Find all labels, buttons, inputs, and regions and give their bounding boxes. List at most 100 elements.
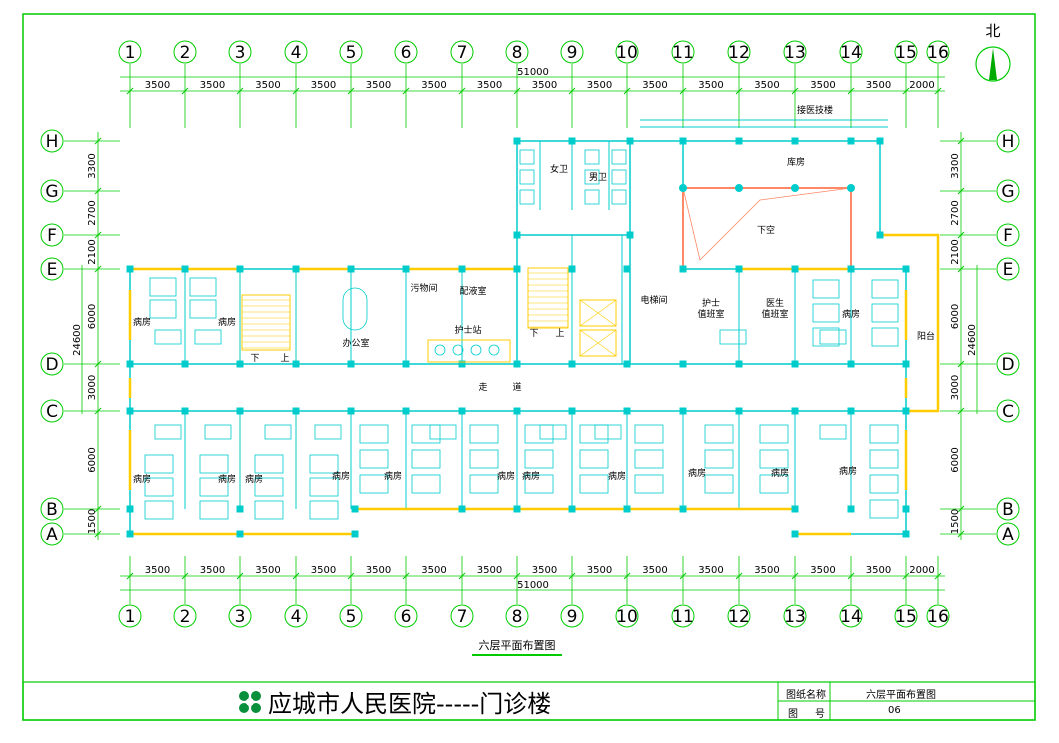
- dim-tick: [623, 572, 631, 580]
- room-label-nurse-station: 护士站: [454, 324, 481, 336]
- dim-text: 3500: [145, 565, 170, 576]
- grid-bubble: [339, 40, 363, 64]
- grid-bubble: [996, 352, 1020, 376]
- dim-text-v: 3300: [87, 153, 98, 178]
- dim-tick: [94, 360, 102, 368]
- elevator-cross: [579, 299, 617, 327]
- dim-tick: [957, 505, 965, 513]
- grid-bubble: [894, 604, 918, 628]
- stair-down-label: 下: [250, 354, 259, 364]
- dim-tick: [847, 572, 855, 580]
- dim-text: 3500: [477, 80, 502, 91]
- grid-bubble: [926, 604, 950, 628]
- void-hatch: [682, 187, 852, 261]
- dim-tick: [934, 87, 942, 95]
- grid-letter: G: [1001, 182, 1014, 202]
- nurse-counter: [427, 339, 511, 363]
- bed: [309, 500, 339, 520]
- grid-bubble: [560, 40, 584, 64]
- dim-text-v: 3300: [950, 153, 961, 178]
- structural-column: [847, 360, 855, 368]
- dim-text: 3500: [810, 565, 835, 576]
- grid-bubble: [996, 399, 1020, 423]
- grid-bubble: [118, 604, 142, 628]
- room-label-nurse-duty: 值班室: [697, 308, 724, 320]
- bed: [359, 424, 389, 444]
- bed: [524, 474, 554, 494]
- sheet-name-value: 六层平面布置图: [866, 690, 936, 701]
- structural-column: [791, 265, 799, 273]
- grid-bubble: [996, 497, 1020, 521]
- grid-number: 7: [457, 607, 468, 627]
- chair: [434, 344, 446, 356]
- grid-number: 1: [125, 607, 136, 627]
- grid-bubble: [173, 604, 197, 628]
- chair: [488, 344, 500, 356]
- bathroom-fixture: [719, 329, 747, 345]
- dim-text: 3500: [366, 565, 391, 576]
- round-column: [791, 184, 799, 192]
- structural-column: [236, 265, 244, 273]
- structural-column: [735, 265, 743, 273]
- grid-bubble: [894, 40, 918, 64]
- structural-column: [847, 407, 855, 415]
- bed: [812, 327, 840, 347]
- dim-text: 3500: [311, 80, 336, 91]
- structural-column: [351, 505, 359, 513]
- structural-column: [679, 137, 687, 145]
- grid-bubble: [996, 179, 1020, 203]
- grid-letter: A: [1002, 525, 1014, 545]
- structural-column: [458, 505, 466, 513]
- bathroom-fixture: [314, 424, 342, 440]
- structural-column: [847, 137, 855, 145]
- structural-column: [351, 530, 359, 538]
- grid-bubble: [40, 257, 64, 281]
- structural-column: [458, 407, 466, 415]
- wc-stall: [611, 189, 627, 205]
- grid-number: 14: [840, 43, 862, 63]
- grid-number: 5: [346, 607, 357, 627]
- bed: [759, 474, 789, 494]
- grid-bubble: [394, 40, 418, 64]
- structural-column: [292, 265, 300, 273]
- wc-stall: [519, 189, 535, 205]
- structural-column: [902, 407, 910, 415]
- grid-letter: B: [46, 500, 58, 520]
- dim-tick: [181, 87, 189, 95]
- structural-column: [236, 505, 244, 513]
- dim-text-v: 6000: [950, 447, 961, 472]
- grid-number: 10: [616, 607, 638, 627]
- room-label-ward: 病房: [688, 467, 706, 479]
- structural-column: [902, 360, 910, 368]
- dim-tick: [402, 87, 410, 95]
- dim-text: 3500: [754, 80, 779, 91]
- structural-column: [679, 265, 687, 273]
- sheet-name-label: 图纸名称: [786, 690, 826, 701]
- room-label-ward: 病房: [218, 316, 236, 328]
- grid-number: 14: [840, 607, 862, 627]
- structural-column: [568, 360, 576, 368]
- grid-number: 12: [728, 607, 750, 627]
- bed: [524, 424, 554, 444]
- room-label-ward: 病房: [771, 467, 789, 479]
- bed: [634, 424, 664, 444]
- bed: [254, 454, 284, 474]
- dim-tick: [458, 87, 466, 95]
- bed: [579, 449, 609, 469]
- bed: [309, 454, 339, 474]
- grid-bubble: [996, 223, 1020, 247]
- wc-stall: [584, 189, 600, 205]
- stair-outline: [241, 294, 291, 351]
- dim-tick: [568, 87, 576, 95]
- dim-tick: [94, 231, 102, 239]
- grid-letter: F: [47, 226, 57, 246]
- building-walls: [126, 119, 940, 538]
- dim-text: 3500: [145, 80, 170, 91]
- dim-text-v: 1500: [87, 509, 98, 534]
- dim-tick: [957, 407, 965, 415]
- dim-tick: [347, 572, 355, 580]
- bed: [199, 454, 229, 474]
- grid-bubble: [40, 399, 64, 423]
- dim-tick: [94, 187, 102, 195]
- grid-bubble: [727, 40, 751, 64]
